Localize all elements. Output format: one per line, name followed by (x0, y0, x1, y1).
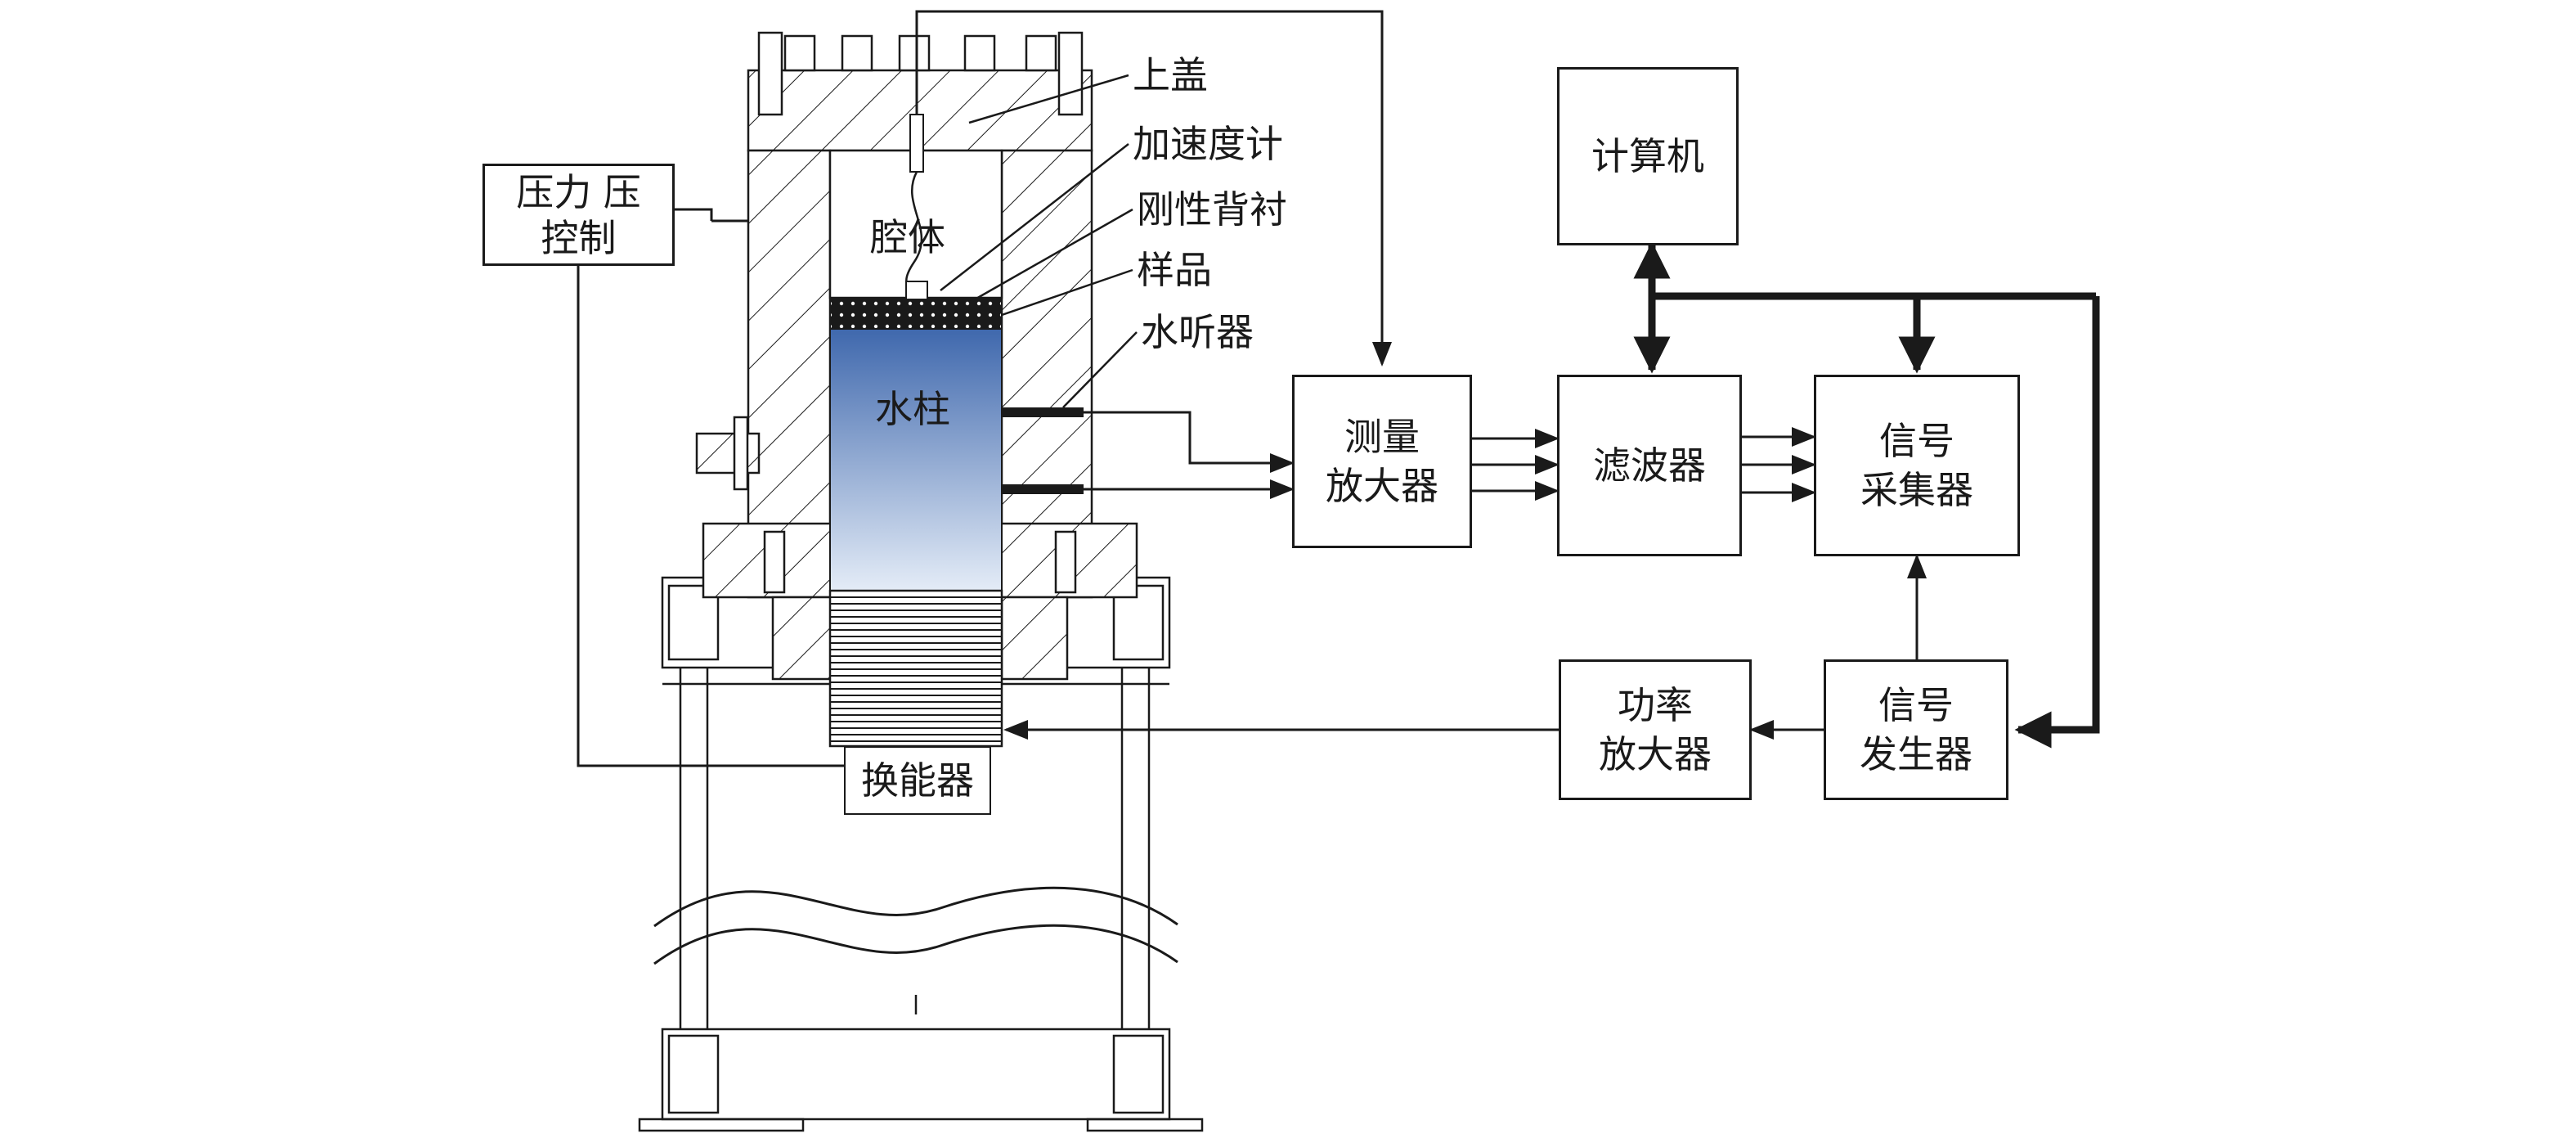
signal-generator-line2: 发生器 (1860, 732, 1972, 776)
measurement-amplifier-line2: 放大器 (1326, 464, 1438, 508)
filter-line1: 滤波器 (1593, 443, 1706, 488)
filter-box: 滤波器 (1557, 375, 1742, 556)
signal-wiring (577, 10, 1927, 767)
power-amplifier-line2: 放大器 (1599, 732, 1712, 776)
hydrophone-lower (1002, 484, 1084, 494)
signal-acquisition-box: 信号 采集器 (1814, 375, 2020, 556)
water-column (829, 328, 1003, 591)
pressure-control-line2: 控制 (541, 215, 617, 260)
label-accelerometer: 加速度计 (1133, 122, 1283, 166)
label-cavity: 腔体 (870, 215, 945, 259)
sample-layer (829, 299, 1003, 330)
signal-generator-box: 信号 发生器 (1824, 659, 2008, 800)
label-leaders (940, 74, 1138, 408)
pressure-control-box: 压力 压 控制 (482, 164, 675, 266)
support-stand (638, 576, 1204, 1132)
power-amplifier-line1: 功率 (1618, 683, 1693, 727)
measurement-amplifier-box: 测量 放大器 (1292, 375, 1472, 548)
hydrophone-upper (1002, 407, 1084, 417)
signal-acquisition-line1: 信号 (1879, 419, 1954, 463)
label-cap: 上盖 (1133, 53, 1208, 97)
pressure-control-line1: 压力 压 (516, 169, 641, 214)
computer-line1: 计算机 (1591, 134, 1704, 178)
signal-generator-line1: 信号 (1878, 683, 1954, 727)
power-amplifier-box: 功率 放大器 (1559, 659, 1752, 800)
computer-box: 计算机 (1557, 67, 1739, 245)
accel-signal-line (915, 10, 1392, 367)
hydrophone-line-1 (1084, 411, 1295, 473)
label-sample: 样品 (1137, 248, 1212, 292)
measurement-amplifier-line1: 测量 (1344, 415, 1420, 459)
transducer-text: 换能器 (861, 758, 974, 803)
transducer-coil (828, 589, 1003, 748)
label-water-column: 水柱 (875, 387, 950, 431)
signal-acquisition-line2: 采集器 (1860, 468, 1973, 512)
transducer-label: 换能器 (844, 746, 991, 815)
label-rigid-backing: 刚性背衬 (1137, 187, 1287, 232)
label-hydrophone: 水听器 (1141, 310, 1254, 354)
data-bus (1633, 241, 2100, 749)
